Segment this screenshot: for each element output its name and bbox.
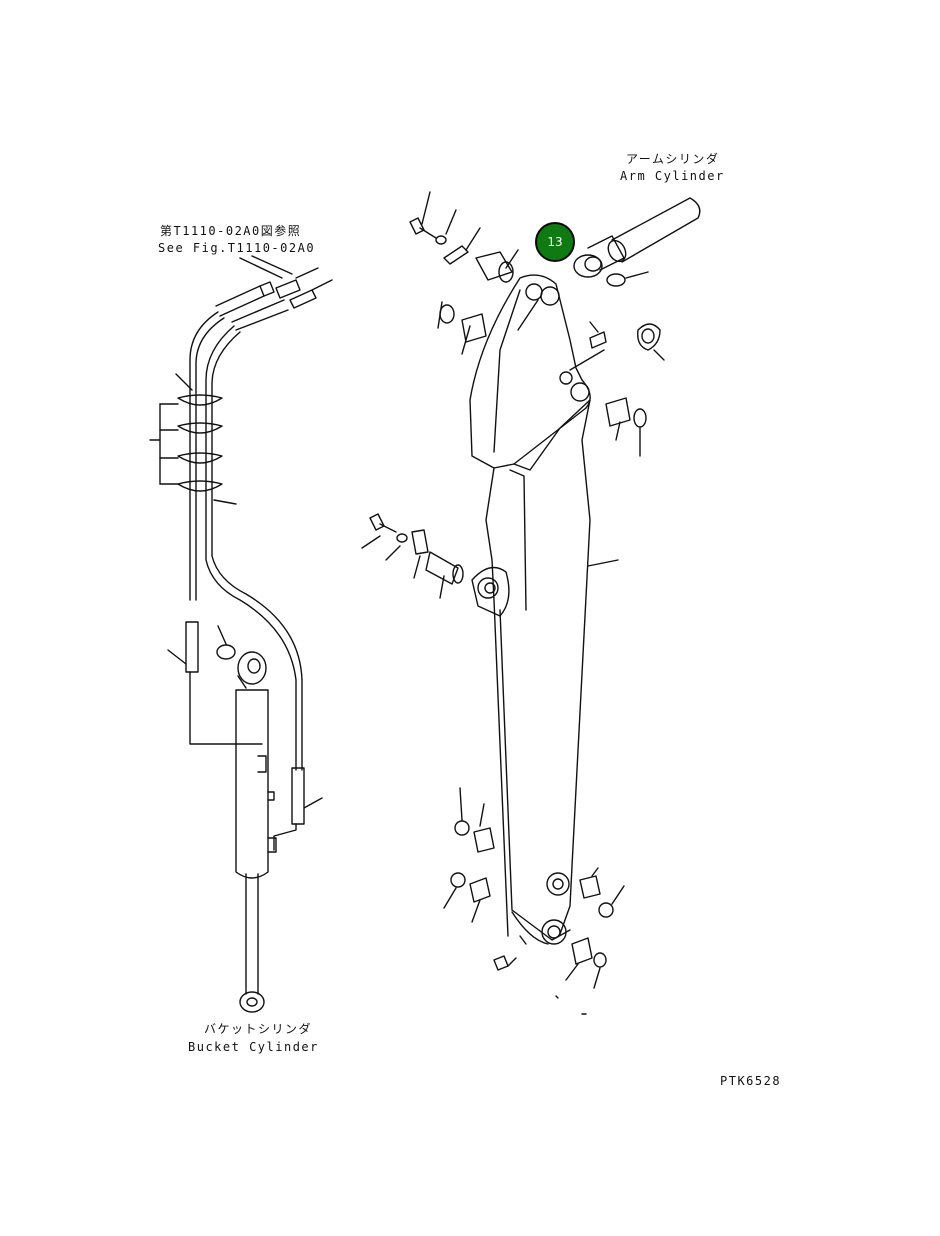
- callout-number: 13: [547, 235, 563, 249]
- bucket-cylinder-part: [235, 651, 277, 1013]
- reference-figure-label-jp: 第T1110-02A0図参照: [160, 224, 302, 238]
- arm-lower-bushings: [443, 787, 625, 989]
- callout-13-badge[interactable]: 13: [535, 222, 575, 262]
- arm-cylinder-label-jp: アームシリンダ: [626, 152, 720, 166]
- bucket-cylinder-label-jp: バケットシリンダ: [204, 1022, 313, 1036]
- arm-upper-fittings: [569, 321, 665, 457]
- arm-cylinder-part: [573, 197, 701, 287]
- arm-mid-pin-hardware: [361, 513, 464, 599]
- arm-leader-line: [587, 559, 619, 567]
- bucket-cylinder-label-en: Bucket Cylinder: [188, 1040, 319, 1054]
- arm-body: [469, 274, 591, 945]
- drawing-code: PTK6528: [720, 1074, 782, 1088]
- arm-cylinder-label-en: Arm Cylinder: [620, 169, 725, 183]
- reference-figure-label-en: See Fig.T1110-02A0: [158, 241, 316, 255]
- arm-top-pin-hardware: [409, 191, 519, 355]
- bucket-cylinder-hoses: [149, 255, 333, 851]
